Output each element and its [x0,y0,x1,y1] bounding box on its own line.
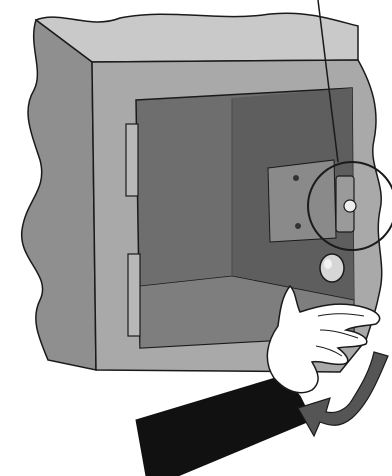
door-knob-highlight [324,259,332,269]
door-knob[interactable] [320,254,344,282]
upper-hinge [126,124,138,196]
latch-screw-1 [293,175,299,181]
latch-plate [268,160,336,242]
callout-latch-screw [344,200,356,212]
arm-sleeve [136,376,312,476]
cabinet-top-face [36,13,358,62]
lower-hinge [128,254,140,336]
cabinet-left-side [22,20,96,370]
latch-screw-2 [295,223,301,229]
